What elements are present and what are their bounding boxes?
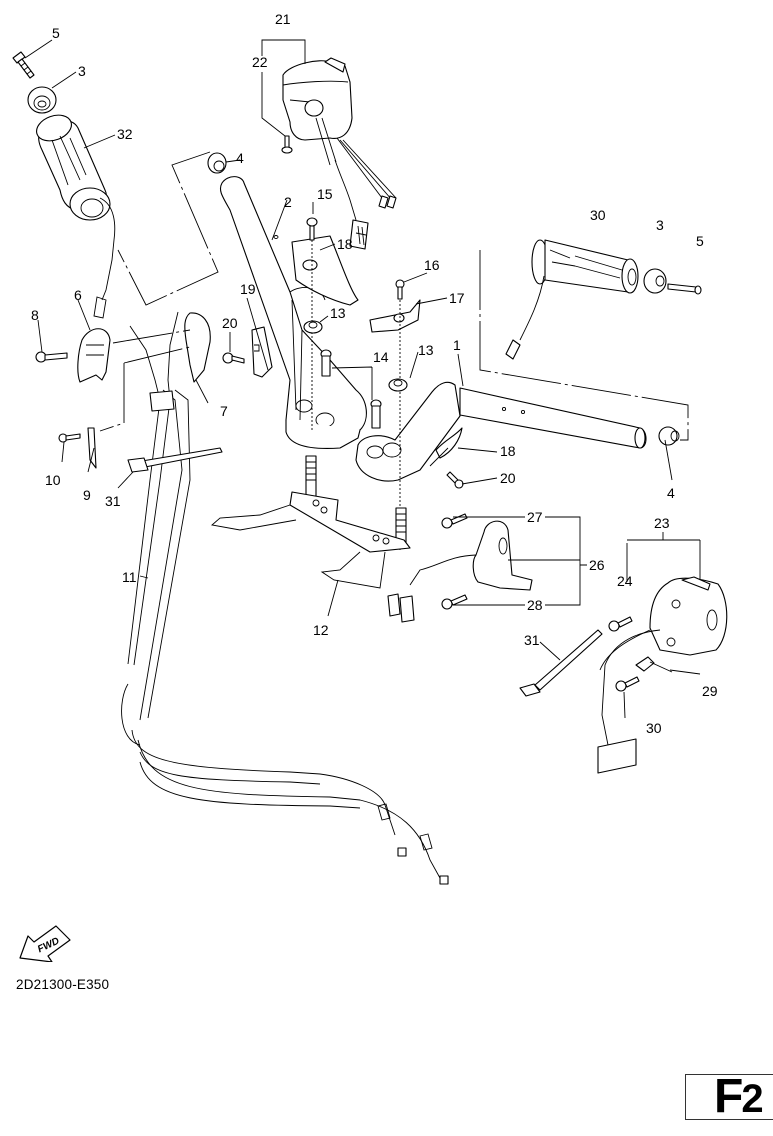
assembly-leader-left-grip: [117, 151, 219, 306]
callout-29: 29: [702, 683, 718, 699]
assembly-leader-holders: [99, 329, 191, 432]
handlebar-switch-23: [597, 576, 728, 774]
bar-end-4-left: [207, 152, 227, 174]
page-label-letter: F: [714, 1070, 743, 1123]
heated-grip-28-right: [505, 239, 639, 360]
callout-20-left: 20: [222, 315, 238, 331]
callout-3-left: 3: [78, 63, 86, 79]
bolt-14-lower: [370, 399, 382, 429]
callout-28: 30: [590, 207, 606, 223]
callout-6: 6: [74, 287, 82, 303]
bracket-16: [369, 299, 421, 333]
screw-27: [441, 594, 468, 610]
screw-24: [608, 616, 633, 632]
callout-21: 21: [275, 11, 291, 27]
callout-3-right: 3: [656, 217, 664, 233]
handlebar-1-right: [355, 381, 647, 482]
heated-grip-32-left: [36, 114, 116, 319]
callout-22: 22: [252, 54, 268, 70]
callout-15-right: 16: [424, 257, 440, 273]
bolt-14-upper: [320, 349, 332, 377]
callout-32: 32: [117, 126, 133, 142]
callout-18: 18: [500, 443, 516, 459]
callout-27: 28: [527, 597, 543, 613]
callout-14: 14: [373, 349, 389, 365]
page-label-box: [685, 1074, 773, 1120]
holder-6: [77, 328, 111, 383]
clip-18: [429, 427, 463, 467]
callout-15-left: 15: [317, 186, 333, 202]
screw-26: [441, 513, 468, 529]
callout-11: 11: [122, 569, 137, 585]
bar-end-4-right: [658, 426, 680, 446]
cable-29: [635, 656, 673, 673]
callout-25: 26: [589, 557, 605, 573]
screw-22: [281, 135, 293, 154]
leader-22: [261, 72, 286, 137]
fwd-arrow-icon: FWD: [19, 925, 71, 962]
cable-tie-31-right: [519, 629, 603, 697]
callout-19: 19: [240, 281, 256, 297]
bolt-5-right: [667, 283, 702, 295]
handlebar-switch-21: [282, 57, 397, 250]
page-label: F2: [714, 1070, 764, 1126]
callout-8: 8: [31, 307, 39, 323]
callouts: 5 3 32 4 2 21 22 15 18 16 17 13 13 14 19…: [31, 11, 718, 736]
callout-10: 10: [45, 472, 61, 488]
callout-5-right: 5: [696, 233, 704, 249]
bracket-19: [251, 326, 273, 378]
callout-4-left: 4: [236, 150, 244, 166]
throttle-housing-25: [387, 520, 533, 623]
callout-1: 1: [453, 337, 461, 353]
bracket-21: [261, 39, 306, 64]
callout-20-right: 20: [500, 470, 516, 486]
holder-7: [184, 312, 211, 383]
nut-13-left: [303, 320, 323, 334]
bolt-5-left: [12, 51, 35, 79]
screw-15-left: [306, 217, 318, 241]
bracket-17: [291, 235, 359, 306]
assembly-leader-right-grip: [479, 250, 689, 441]
callout-23: 23: [654, 515, 670, 531]
holder-12: [210, 491, 411, 589]
leader-lines: [24, 39, 701, 719]
callout-30: 30: [646, 720, 662, 736]
callout-24: 24: [617, 573, 633, 589]
bracket-23: [626, 532, 701, 582]
callout-7: 7: [220, 403, 228, 419]
callout-13-left: 13: [330, 305, 346, 321]
callout-4-right: 4: [667, 485, 675, 501]
callout-17: 18: [337, 236, 353, 252]
screw-30: [615, 676, 640, 692]
drawing-code: 2D21300-E350: [16, 977, 110, 992]
grip-end-3-left: [27, 86, 57, 114]
bolt-20-right: [446, 471, 464, 489]
screw-10: [58, 433, 81, 443]
callout-16: 17: [449, 290, 465, 306]
callout-26: 27: [527, 509, 543, 525]
callout-12: 12: [313, 622, 329, 638]
callout-31-left: 31: [105, 493, 121, 509]
throttle-cables-11: [121, 311, 449, 885]
callout-2: 2: [284, 194, 292, 210]
callout-5-left: 5: [52, 25, 60, 41]
stud-left: [305, 455, 317, 497]
callout-13-right: 13: [418, 342, 434, 358]
page-label-number: 2: [741, 1077, 763, 1121]
nut-13-right: [388, 378, 408, 392]
bolt-20-left: [222, 352, 245, 364]
screw-15-right: [395, 279, 405, 300]
callout-31-right: 31: [524, 632, 540, 648]
grip-end-3-right: [643, 268, 667, 294]
bolt-8: [35, 351, 68, 363]
callout-9: 9: [83, 487, 91, 503]
bracket-25: [453, 516, 587, 606]
cable-tie-31-left: [127, 447, 223, 473]
plate-9: [87, 427, 97, 469]
